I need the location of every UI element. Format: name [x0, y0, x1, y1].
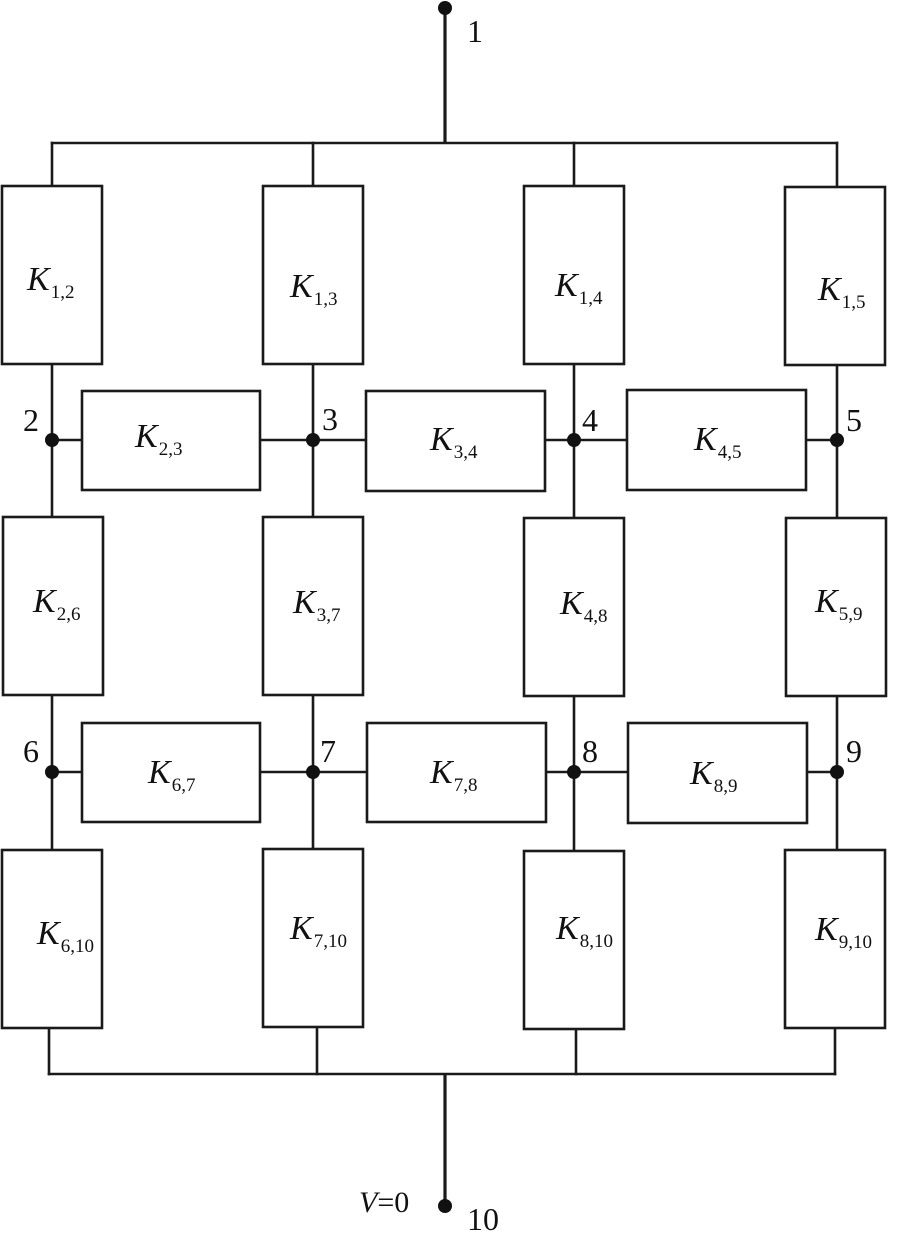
node-label-1: 1 — [467, 13, 483, 49]
node-dot-10 — [438, 1199, 452, 1213]
node-dot-6 — [45, 765, 59, 779]
node-label-2: 2 — [23, 402, 39, 438]
node-dot-2 — [45, 433, 59, 447]
resistor-label-k-3-7: K3,7 — [292, 584, 340, 626]
node-labels: 1 2 3 4 5 6 7 8 9 10 — [23, 13, 862, 1237]
resistor-label-k-4-5: K4,5 — [693, 421, 741, 463]
resistor-k-1-2: K1,2 — [0, 184, 104, 366]
resistor-k-4-5: K4,5 — [625, 388, 808, 492]
node-label-6: 6 — [23, 733, 39, 769]
node-dot-9 — [830, 765, 844, 779]
node-label-4: 4 — [582, 402, 598, 438]
resistor-k-2-3: K2,3 — [80, 389, 262, 492]
resistor-k-8-9: K8,9 — [626, 721, 809, 825]
resistor-label-k-1-3: K1,3 — [289, 268, 337, 310]
node-dot-5 — [830, 433, 844, 447]
resistor-label-k-2-6: K2,6 — [32, 583, 80, 625]
resistor-label-k-7-10: K7,10 — [289, 910, 347, 952]
resistor-k-2-6: K2,6 — [1, 515, 105, 697]
resistor-label-k-1-4: K1,4 — [554, 267, 603, 309]
resistor-label-k-8-9: K8,9 — [689, 755, 737, 797]
resistor-k-1-4: K1,4 — [522, 184, 626, 366]
resistor-label-k-5-9: K5,9 — [814, 583, 862, 625]
node-dots — [45, 1, 844, 1213]
resistor-label-k-7-8: K7,8 — [429, 754, 477, 796]
resistor-label-k-3-4: K3,4 — [429, 421, 478, 463]
resistor-k-3-4: K3,4 — [364, 389, 547, 493]
resistor-k-7-8: K7,8 — [365, 721, 548, 824]
resistor-label-k-8-10: K8,10 — [555, 910, 613, 952]
resistor-k-6-10: K6,10 — [0, 848, 104, 1030]
resistor-label-k-4-8: K4,8 — [559, 585, 607, 627]
node-dot-3 — [306, 433, 320, 447]
resistor-k-1-5: K1,5 — [783, 185, 887, 367]
node-label-8: 8 — [582, 733, 598, 769]
resistor-k-3-7: K3,7 — [261, 515, 365, 697]
resistor-label-k-1-2: K1,2 — [26, 261, 74, 303]
resistor-k-9-10: K9,10 — [783, 848, 887, 1030]
node-dot-1 — [438, 1, 452, 15]
resistors: K1,2 K1,3 K1,4 K1,5 K2,3 K3,4 K4,5 — [0, 184, 888, 1031]
resistor-label-k-6-10: K6,10 — [36, 915, 94, 957]
ground-potential-label: V=0 — [359, 1186, 409, 1219]
resistor-label-k-1-5: K1,5 — [817, 271, 865, 313]
resistor-k-4-8: K4,8 — [522, 516, 626, 698]
resistor-k-1-3: K1,3 — [261, 184, 365, 366]
wires — [47, 8, 839, 1206]
resistor-k-5-9: K5,9 — [784, 516, 888, 698]
node-dot-7 — [306, 765, 320, 779]
node-label-3: 3 — [322, 401, 338, 437]
node-label-7: 7 — [320, 733, 336, 769]
resistor-k-8-10: K8,10 — [522, 849, 626, 1031]
node-dot-4 — [567, 433, 581, 447]
node-label-9: 9 — [846, 733, 862, 769]
resistor-label-k-2-3: K2,3 — [134, 418, 182, 460]
node-label-10: 10 — [467, 1201, 499, 1237]
resistor-label-k-9-10: K9,10 — [814, 911, 872, 953]
resistor-k-7-10: K7,10 — [261, 847, 365, 1029]
node-label-5: 5 — [846, 402, 862, 438]
node-dot-8 — [567, 765, 581, 779]
resistor-k-6-7: K6,7 — [80, 721, 262, 824]
resistor-label-k-6-7: K6,7 — [147, 754, 195, 796]
